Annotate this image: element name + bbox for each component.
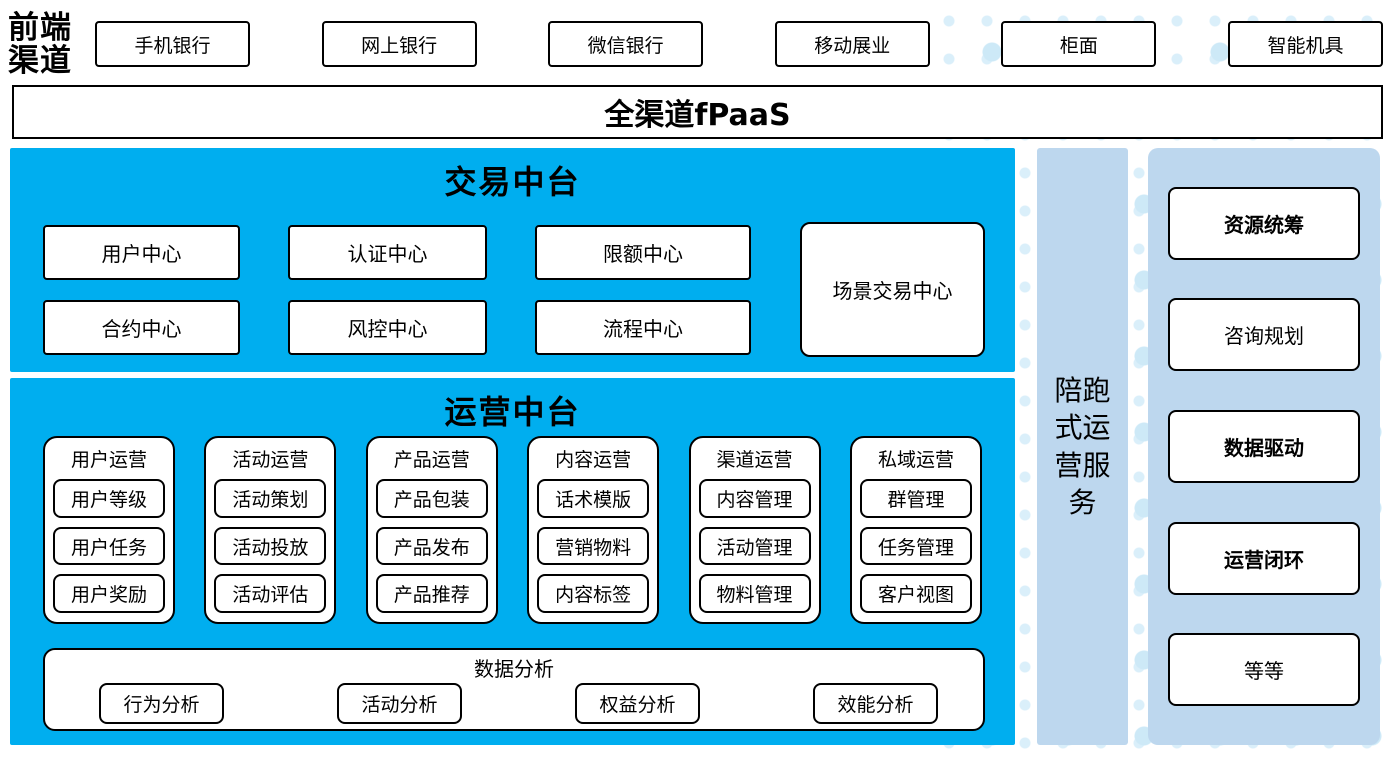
panel-box-operation-loop: 运营闭环 [1168,521,1360,595]
data-analysis-strip: 数据分析 行为分析 活动分析 权益分析 效能分析 [43,648,985,731]
analysis-box-behavior: 行为分析 [99,683,224,724]
companion-service-label: 陪跑式运营服务 [1054,374,1111,519]
channel-box-smart-devices: 智能机具 [1227,21,1383,67]
ops-item: 任务管理 [859,526,972,566]
ops-item: 营销物料 [537,526,650,566]
ops-item: 活动策划 [214,479,327,518]
ops-column-activity-operation: 活动运营 活动策划 活动投放 活动评估 [204,436,337,624]
ops-item: 用户奖励 [53,574,165,614]
ops-column-product-operation: 产品运营 产品包装 产品发布 产品推荐 [365,436,498,624]
ops-column-user-operation: 用户运营 用户等级 用户任务 用户奖励 [43,436,175,624]
scene-trade-center-box: 场景交易中心 [800,222,985,357]
panel-box-etc: 等等 [1168,633,1360,707]
ops-item: 物料管理 [698,574,811,614]
channel-box-online-banking: 网上银行 [321,21,477,67]
panel-box-consulting: 咨询规划 [1168,298,1360,372]
data-analysis-title: 数据分析 [474,657,554,681]
trade-platform-section: 交易中台 用户中心 认证中心 限额中心 合约中心 风控中心 流程中心 场景交易中… [10,148,1015,372]
center-box-user: 用户中心 [43,225,240,280]
trade-centers-grid: 用户中心 认证中心 限额中心 合约中心 风控中心 流程中心 [43,225,751,355]
ops-item: 活动评估 [214,574,327,614]
ops-column-title: 私域运营 [877,449,954,471]
analysis-box-rights: 权益分析 [575,683,700,724]
channel-box-mobile-banking: 手机银行 [95,21,250,67]
ops-column-channel-operation: 渠道运营 内容管理 活动管理 物料管理 [688,436,821,624]
ops-item: 活动投放 [214,526,327,566]
right-service-panel: 资源统筹 咨询规划 数据驱动 运营闭环 等等 [1148,148,1380,745]
center-box-process: 流程中心 [535,300,751,355]
front-channels-label: 前端渠道 [8,10,72,80]
ops-column-private-domain-operation: 私域运营 群管理 任务管理 客户视图 [849,436,982,624]
ops-item: 话术模版 [537,479,650,518]
panel-box-resource-planning: 资源统筹 [1168,186,1360,260]
trade-platform-title: 交易中台 [444,163,581,201]
channel-box-wechat-banking: 微信银行 [548,21,704,67]
ops-column-title: 内容运营 [555,449,632,471]
companion-service-bar: 陪跑式运营服务 [1037,148,1128,745]
ops-item: 产品发布 [375,526,488,566]
ops-column-title: 活动运营 [232,449,309,471]
channel-box-mobile-marketing: 移动展业 [774,21,930,67]
front-channels-row: 手机银行 网上银行 微信银行 移动展业 柜面 智能机具 [95,21,1383,67]
ops-item: 产品推荐 [375,574,488,614]
ops-item: 内容标签 [537,574,650,614]
data-analysis-row: 行为分析 活动分析 权益分析 效能分析 [99,683,938,724]
ops-item: 产品包装 [375,479,488,518]
operation-platform-title: 运营中台 [444,393,581,431]
panel-box-data-driven: 数据驱动 [1168,409,1360,483]
ops-item: 用户任务 [53,526,165,566]
operation-platform-section: 运营中台 用户运营 用户等级 用户任务 用户奖励 活动运营 活动策划 活动投放 … [10,378,1015,745]
fpaas-bar: 全渠道fPaaS [12,85,1383,139]
ops-item: 客户视图 [859,574,972,614]
analysis-box-efficiency: 效能分析 [813,683,938,724]
center-box-auth: 认证中心 [288,225,487,280]
ops-item: 群管理 [859,479,972,518]
analysis-box-activity: 活动分析 [337,683,462,724]
ops-item: 活动管理 [698,526,811,566]
center-box-contract: 合约中心 [43,300,240,355]
channel-box-counter: 柜面 [1001,21,1157,67]
center-box-limit: 限额中心 [535,225,751,280]
operation-columns: 用户运营 用户等级 用户任务 用户奖励 活动运营 活动策划 活动投放 活动评估 … [43,436,982,624]
ops-column-title: 产品运营 [393,449,470,471]
ops-column-content-operation: 内容运营 话术模版 营销物料 内容标签 [527,436,660,624]
ops-item: 用户等级 [53,479,165,518]
ops-item: 内容管理 [698,479,811,518]
center-box-risk: 风控中心 [288,300,487,355]
ops-column-title: 渠道运营 [716,449,793,471]
ops-column-title: 用户运营 [70,449,147,471]
